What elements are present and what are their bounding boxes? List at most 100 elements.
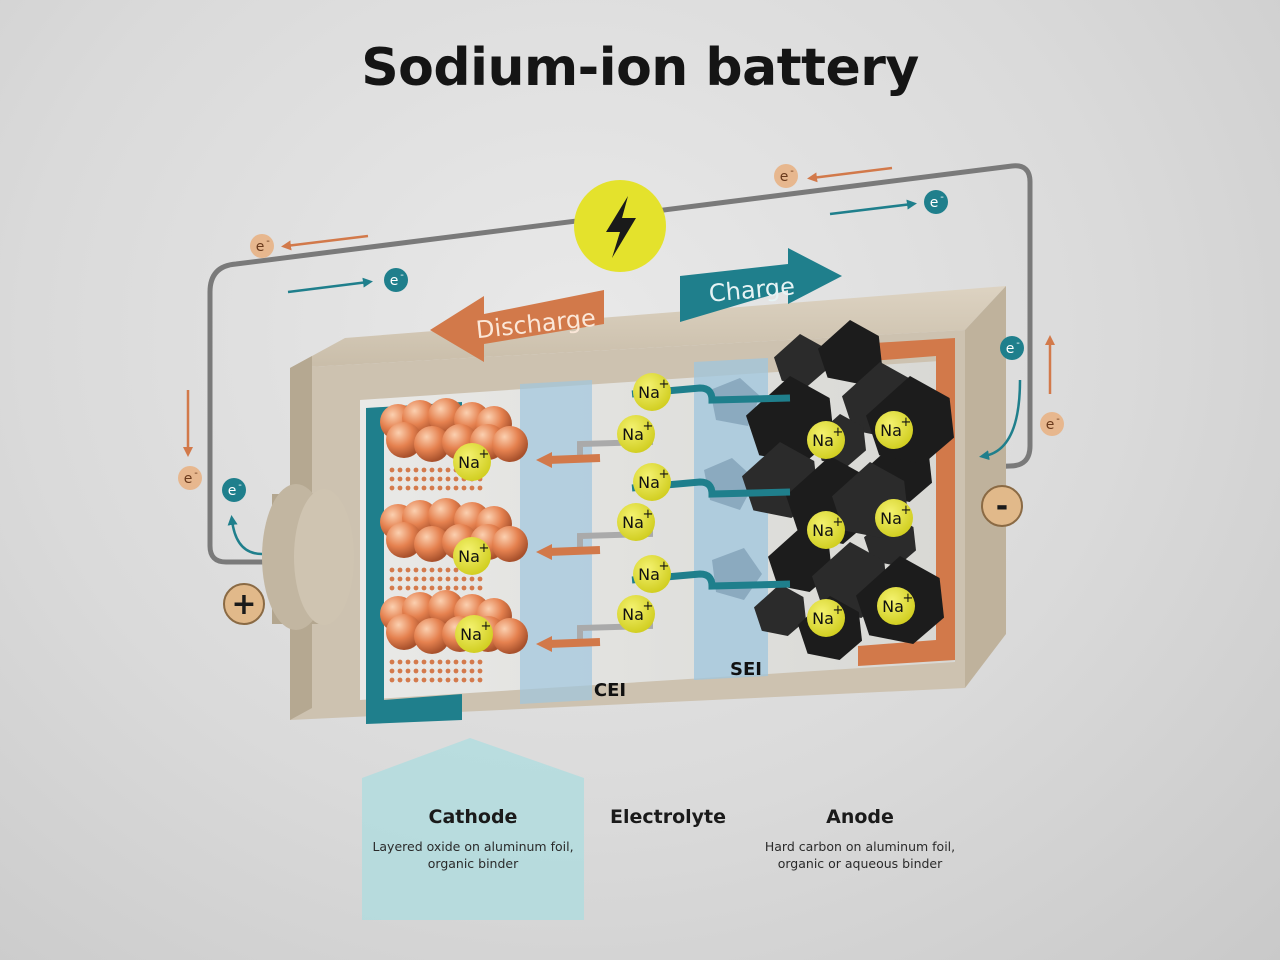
electron-symbol: e [780, 169, 789, 185]
cathode-dot [477, 485, 483, 491]
charge-ion-track [631, 384, 791, 404]
sodium-ion-charge: + [901, 415, 912, 430]
cathode-label: Cathode Layered oxide on aluminum foil, … [362, 806, 584, 872]
cathode-dot [453, 668, 459, 674]
sodium-ion-charge: + [659, 467, 670, 482]
electron-body [1000, 336, 1024, 360]
cathode-dot [469, 677, 475, 683]
electrolyte-label: Electrolyte [598, 806, 738, 838]
discharge-ion-arrowhead [536, 452, 552, 468]
cathode-dot [445, 467, 451, 473]
cathode-dot [429, 467, 435, 473]
sodium-ion-symbol: Na [458, 453, 480, 472]
cathode-dot [413, 585, 419, 591]
discharge-ion-arrowhead [536, 636, 552, 652]
positive-symbol-text: + [231, 587, 256, 622]
cathode-dot [429, 659, 435, 665]
cathode-layer [380, 398, 528, 491]
discharge-ion-arrow [547, 638, 601, 648]
cathode-dot [453, 659, 459, 665]
sodium-ion-body [875, 499, 913, 537]
cathode-layer [380, 498, 528, 591]
carbon-chunk [774, 334, 826, 386]
cathode-dot [389, 567, 395, 573]
cathode-dot [429, 485, 435, 491]
sodium-ion-charge: + [903, 591, 914, 606]
sodium-ion-charge: + [643, 507, 654, 522]
cathode-dot [413, 668, 419, 674]
electron-body [384, 268, 408, 292]
cathode-dot [397, 659, 403, 665]
cathode-dot [429, 668, 435, 674]
ion-transport [536, 384, 791, 652]
cathode-dot [397, 476, 403, 482]
electron-symbol: e [390, 273, 399, 289]
cathode-dot [405, 485, 411, 491]
discharge-ion-arrow [547, 454, 601, 464]
sodium-ion-body [453, 443, 491, 481]
cathode-dot [461, 485, 467, 491]
cathode-dot [405, 567, 411, 573]
sei-label: SEI [730, 659, 762, 680]
cathode-dot [469, 585, 475, 591]
sodium-ion-charge: + [833, 603, 844, 618]
electrons: e-e-e-e-e-e-e-e- [178, 164, 1064, 502]
cathode-dot [445, 567, 451, 573]
sodium-ions: Na+Na+Na+Na+Na+Na+Na+Na+Na+Na+Na+Na+Na+N… [453, 373, 915, 653]
sodium-ion: Na+ [877, 587, 915, 625]
cathode-dot [413, 476, 419, 482]
sodium-ion-body [617, 595, 655, 633]
sodium-ion: Na+ [455, 615, 493, 653]
cathode-dot [445, 668, 451, 674]
cathode-dot [445, 585, 451, 591]
cathode-dot [445, 659, 451, 665]
electron-charge: - [194, 468, 198, 479]
cathode-dot [445, 576, 451, 582]
cathode-dot [429, 677, 435, 683]
electron: e- [250, 234, 274, 258]
cathode-dot [437, 677, 443, 683]
electron: e- [178, 466, 202, 490]
sodium-ion-charge: + [643, 419, 654, 434]
cathode-dot [437, 585, 443, 591]
cathode-highlight [362, 738, 584, 920]
electron-symbol: e [1046, 417, 1055, 433]
cathode-dot [421, 576, 427, 582]
cathode-dot [469, 668, 475, 674]
anode-description-line-2: organic or aqueous binder [777, 856, 943, 871]
cathode-dot [405, 576, 411, 582]
cathode-dot [461, 576, 467, 582]
sodium-ion-symbol: Na [812, 521, 834, 540]
cathode-dot [413, 677, 419, 683]
cathode-sphere [492, 426, 528, 462]
cathode-dot [437, 467, 443, 473]
sodium-ion-symbol: Na [638, 383, 660, 402]
cathode-dot [453, 567, 459, 573]
cathode-dot [389, 677, 395, 683]
cathode-dot [429, 567, 435, 573]
cathode-dot [397, 585, 403, 591]
cathode-dot [413, 576, 419, 582]
cathode-dot [405, 585, 411, 591]
sodium-ion-symbol: Na [882, 597, 904, 616]
cathode-dot [413, 485, 419, 491]
cathode-dot [453, 585, 459, 591]
cathode-sphere [414, 426, 450, 462]
cathode-dot [413, 567, 419, 573]
sodium-ion: Na+ [633, 463, 671, 501]
sodium-ion-symbol: Na [880, 509, 902, 528]
sodium-ion-symbol: Na [622, 513, 644, 532]
cathode-description-line-1: Layered oxide on aluminum foil, [372, 839, 574, 854]
sodium-ion-charge: + [479, 447, 490, 462]
positive-symbol: + [223, 583, 265, 625]
electron-charge: - [400, 270, 404, 281]
sodium-ion-charge: + [833, 515, 844, 530]
cathode-dot [469, 485, 475, 491]
cathode-dot [389, 576, 395, 582]
sei-layer [694, 358, 768, 680]
sodium-ion-symbol: Na [622, 425, 644, 444]
electron-charge: - [940, 192, 944, 203]
cathode-description-line-2: organic binder [427, 856, 519, 871]
electron-symbol: e [1006, 341, 1015, 357]
